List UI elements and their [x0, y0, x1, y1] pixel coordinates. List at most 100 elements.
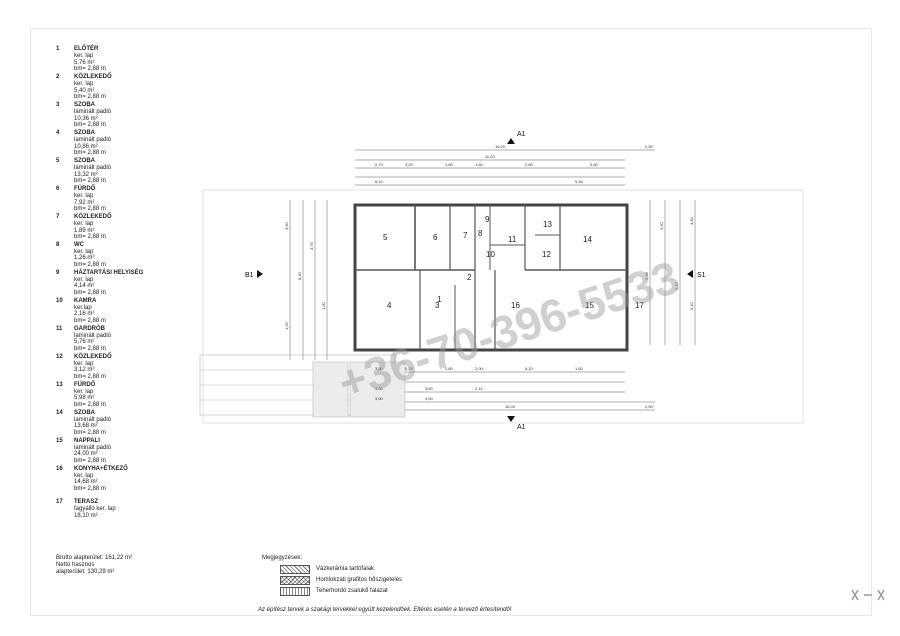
plan-room-number: 13 — [543, 220, 552, 229]
room-detail: laminált padló — [74, 416, 112, 423]
room-detail: laminált padló — [74, 444, 112, 451]
room-number: 10 — [56, 297, 63, 304]
room-name: HÁZTARTÁSI HELYISÉG — [74, 269, 144, 276]
dimension-label: 3,10 — [674, 281, 679, 290]
room-number: 4 — [56, 129, 60, 136]
room-name: KÖZLEKEDŐ — [74, 353, 112, 360]
room-detail: 7,92 m² — [74, 199, 95, 206]
dimension-label: 5,46 — [575, 179, 584, 184]
room-name: ELŐTÉR — [74, 46, 99, 52]
outer-wall — [353, 203, 629, 352]
room-detail: 14,68 m² — [74, 479, 98, 486]
room-detail: ker. lap — [74, 220, 94, 227]
room-detail: ker. lap — [74, 472, 94, 479]
dimension-label: 3,50 — [375, 366, 384, 371]
room-detail: bm= 2,88 m — [74, 66, 106, 73]
section-arrow-a1-bottom — [507, 416, 515, 422]
room-detail: bm= 2,88 m — [74, 234, 106, 241]
dimension-label: 2,98 — [644, 271, 649, 280]
dimension-label: 6,10 — [525, 366, 534, 371]
room-detail: bm= 2,88 m — [74, 402, 106, 409]
room-detail: laminált padló — [74, 108, 112, 115]
room-detail: 10,36 m² — [74, 115, 98, 122]
plan-room-number: 9 — [485, 215, 490, 224]
plan-room-number: 11 — [508, 235, 517, 244]
room-detail: ker. lap — [74, 52, 94, 59]
plan-room-number: 15 — [585, 301, 594, 310]
dimension-label: 2,70 — [375, 162, 384, 167]
dimension-label: 1,60 — [575, 366, 584, 371]
area-summary: Brutto alapterület: 161,22 m² Netto hasz… — [56, 555, 132, 576]
footer-note: Az építész tervek a szakági tervekkel eg… — [258, 607, 512, 613]
section-label-a1-bottom: A1 — [517, 424, 526, 430]
room-detail: ker. lap — [74, 360, 94, 367]
room-detail: ker. lap — [74, 80, 94, 87]
room-detail: 5,76 m² — [74, 59, 95, 66]
room-detail: bm= 2,88 m — [74, 430, 106, 437]
room-number: 14 — [56, 409, 63, 416]
plan-room-number: 6 — [433, 233, 438, 242]
note-row-3: Teherhordó zsalukő falazat — [280, 586, 402, 597]
room-detail: bm= 2,88 m — [74, 486, 106, 493]
dimension-label: 2,10 — [475, 386, 484, 391]
section-label-s1: S1 — [697, 272, 706, 279]
room-detail: 2,16 m² — [74, 311, 95, 318]
room-name: KÖZLEKEDŐ — [74, 213, 112, 220]
section-arrow-b1 — [257, 270, 263, 278]
sheet-border — [30, 28, 872, 616]
room-name: NAPPALI — [74, 437, 100, 444]
section-label-a1-top: A1 — [517, 131, 526, 138]
section-label-b1: B1 — [245, 272, 254, 279]
room-number: 12 — [56, 353, 63, 360]
dimension-label: 3,30 — [375, 386, 384, 391]
dimension-label: 3,60 — [590, 162, 599, 167]
corner-mark-icon — [851, 589, 885, 601]
dimension-label: 5,25 — [405, 366, 414, 371]
dimension-label: 6,10 — [375, 179, 384, 184]
room-detail: bm= 2,88 m — [74, 122, 106, 129]
room-number: 13 — [56, 381, 63, 388]
room-detail: bm= 2,88 m — [74, 290, 106, 297]
dimension-label: 2,00 — [475, 366, 484, 371]
plan-room-number: 16 — [511, 301, 520, 310]
dimension-label: 2,60 — [525, 162, 534, 167]
section-arrow-s1 — [687, 270, 693, 278]
site-outline — [202, 189, 804, 424]
room-number: 6 — [56, 185, 60, 192]
dimension-label: 1,90 — [321, 301, 326, 310]
netto-area-value: alapterület: 130,29 m² — [56, 569, 115, 575]
plan-room-number: 1 — [437, 295, 442, 304]
room-name: SZOBA — [74, 101, 95, 108]
dimension-label: 11,20 — [485, 154, 495, 159]
room-detail: 3,12 m² — [74, 367, 95, 374]
room-name: KONYHA+ÉTKEZŐ — [74, 465, 128, 472]
room-number: 5 — [56, 157, 60, 164]
room-number: 3 — [56, 101, 60, 108]
room-name: GARDRÓB — [74, 325, 105, 332]
room-detail: bm= 2,88 m — [74, 318, 106, 325]
dimension-label: 16,00 — [505, 404, 516, 409]
hatch-swatch — [280, 587, 310, 596]
dimension-label: 3,20 — [405, 162, 414, 167]
dimension-label: 3,75 — [309, 241, 314, 250]
room-detail: bm= 2,88 m — [74, 178, 106, 185]
room-name: KÖZLEKEDŐ — [74, 73, 112, 80]
room-detail: 5,40 m² — [74, 87, 95, 94]
plan-room-number: 12 — [542, 250, 551, 259]
brutto-area: Brutto alapterület: 161,22 m² — [56, 555, 133, 561]
notes-section: Megjegyzések: Vázkerámia tartófalak Homl… — [262, 553, 402, 597]
dimension-label: 1,25 — [284, 321, 289, 330]
room-name: KAMRA — [74, 297, 97, 304]
room-detail: 24,00 m² — [74, 451, 98, 458]
netto-area-label: Netto hasznos — [56, 562, 95, 568]
section-arrow-a1-top — [507, 138, 515, 144]
